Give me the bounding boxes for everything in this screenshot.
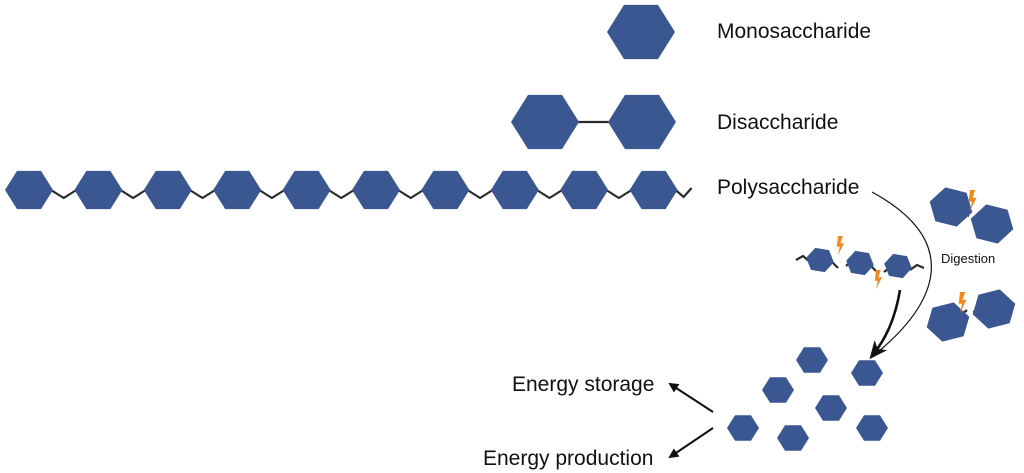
fragment-hexagon [806, 247, 834, 273]
free-monosaccharide-hexagon [815, 395, 847, 421]
polysaccharide-hexagon [490, 170, 539, 210]
free-monosaccharide-hexagon [762, 377, 794, 403]
fragment-hexagon [926, 302, 970, 342]
fragment-hexagon [972, 289, 1016, 329]
free-monosaccharides [727, 347, 888, 451]
lightning-bolt-icon [968, 190, 977, 211]
lightning-bolt-icon [874, 270, 882, 290]
disaccharide-hexagon [511, 94, 579, 150]
polysaccharide-hexagon [629, 170, 678, 210]
energy-storage-arrow [668, 382, 714, 413]
fragment-hexagon [884, 253, 912, 279]
polysaccharide-hexagon [352, 170, 400, 210]
free-monosaccharide-hexagon [727, 415, 759, 441]
polysaccharide-hexagon [143, 170, 192, 210]
disaccharide-label: Disaccharide [717, 111, 838, 134]
disaccharide-fragment-top [929, 187, 1014, 244]
energy-production-label: Energy production [483, 447, 653, 470]
free-monosaccharide-hexagon [851, 360, 883, 386]
disaccharide-structure [511, 94, 676, 150]
free-monosaccharide-hexagon [777, 425, 809, 451]
polysaccharide-bonds [50, 187, 693, 200]
free-monosaccharide-hexagon [856, 415, 888, 441]
lightning-bolt-icon [836, 236, 844, 256]
polysaccharide-hexagon [74, 170, 123, 210]
free-monosaccharide-hexagon [796, 347, 828, 373]
polysaccharide-label: Polysaccharide [717, 176, 859, 199]
polysaccharide-structure [5, 170, 693, 210]
fragment-hexagon [929, 187, 973, 227]
polysaccharide-hexagon [213, 170, 262, 210]
polysaccharide-hexagon [5, 170, 53, 210]
monosaccharide-hexagon [607, 4, 675, 60]
monosaccharide-label: Monosaccharide [717, 20, 871, 43]
digestion-arrow-head [869, 289, 902, 360]
trisaccharide-fragment [795, 236, 925, 290]
monosaccharide-structure [607, 4, 675, 60]
fragment-hexagon [970, 204, 1014, 244]
polysaccharide-hexagon [282, 170, 331, 210]
fragment-hexagon [846, 250, 874, 276]
disaccharide-fragment-bottom [926, 289, 1016, 342]
disaccharide-hexagon [608, 94, 676, 150]
polysaccharide-hexagon [421, 170, 470, 210]
digestion-arrow-upper [871, 191, 932, 353]
polysaccharide-hexagon [560, 170, 609, 210]
energy-storage-label: Energy storage [512, 373, 654, 396]
lightning-bolt-icon [958, 292, 967, 313]
digestion-label: Digestion [941, 251, 995, 266]
energy-production-arrow [668, 427, 714, 459]
